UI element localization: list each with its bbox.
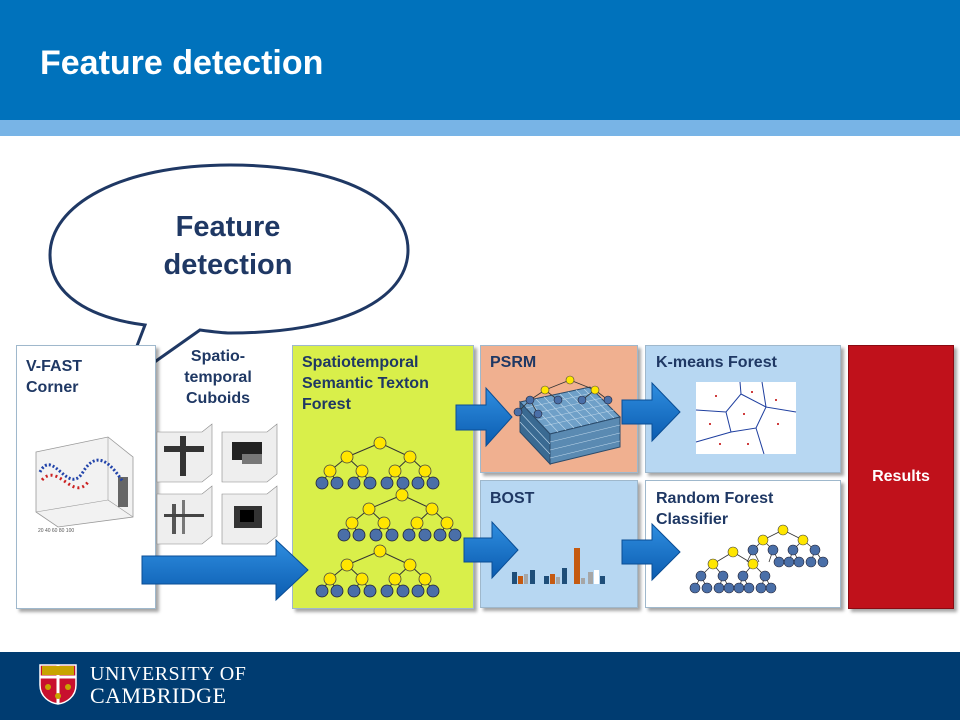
panel-results <box>848 345 954 609</box>
random-forest-icon <box>689 524 829 594</box>
header-bar <box>0 0 960 120</box>
vfast-plot-icon: 20 40 60 80 100 <box>35 436 134 534</box>
bost-label: BOST <box>490 490 535 507</box>
university-logo-text: UNIVERSITY OF CAMBRIDGE <box>90 663 247 708</box>
bubble-text: Feature detection <box>163 211 293 281</box>
cube-grid-icon <box>513 375 621 466</box>
stsf-trees-icon <box>315 436 462 598</box>
header-stripe <box>0 120 960 136</box>
cuboids-icon <box>156 423 278 545</box>
university-shield-icon <box>39 664 77 705</box>
bar-histogram-icon <box>512 548 605 584</box>
cuboids-label: Spatio- temporal Cuboids <box>184 348 252 407</box>
results-label: Results <box>872 468 930 485</box>
stsf-label: Spatiotemporal Semantic Texton Forest <box>302 354 429 413</box>
svg-text:20 40 60 80 100: 20 40 60 80 100 <box>38 528 74 534</box>
vfast-label: V-FAST Corner <box>26 358 83 396</box>
logo-line-2: CAMBRIDGE <box>90 683 227 708</box>
psrm-label: PSRM <box>490 354 537 371</box>
logo-line-1: UNIVERSITY OF <box>90 663 247 685</box>
voronoi-icon <box>695 381 797 455</box>
footer-bar <box>0 652 960 720</box>
slide-title: Feature detection <box>40 44 324 82</box>
kmeans-label: K-means Forest <box>656 354 777 371</box>
